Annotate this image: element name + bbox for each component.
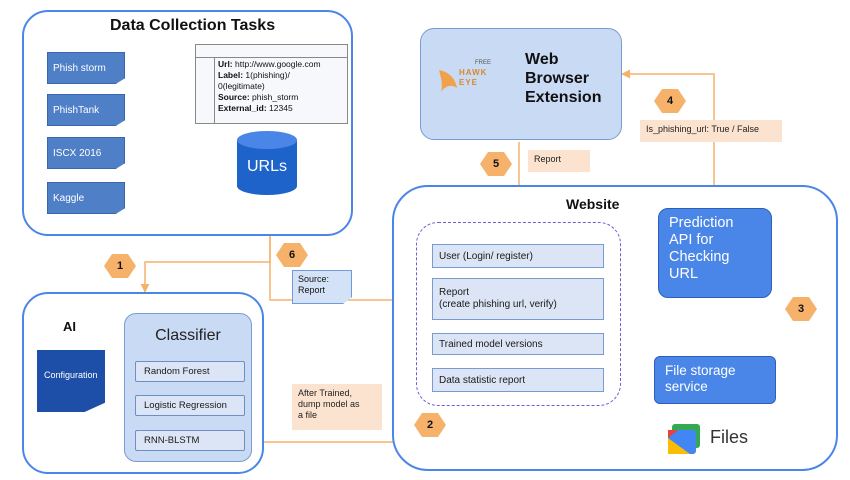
files-label: Files — [710, 427, 749, 447]
prediction-line4: URL — [669, 266, 699, 282]
hawk-icon — [439, 70, 457, 92]
record-url-val: http://www.google.com — [235, 59, 321, 69]
website-pages-group — [416, 222, 621, 406]
step-2-badge: 2 — [414, 413, 446, 437]
urls-database-icon — [237, 131, 297, 195]
trained-model-versions-item: Trained model versions — [432, 333, 604, 355]
report-item: Report (create phishing url, verify) — [432, 278, 604, 320]
record-source-key: Source: — [218, 91, 250, 102]
prediction-line2: API for — [669, 232, 714, 248]
after-trained-line3: a file — [298, 409, 318, 420]
extension-title-line3: Extension — [525, 89, 602, 106]
step-1-label: 1 — [104, 254, 136, 278]
is-phishing-note: Is_phishing_url: True / False — [640, 120, 782, 142]
step-1-badge: 1 — [104, 254, 136, 278]
after-trained-line1: After Trained, — [298, 388, 353, 398]
record-external-key: External_id: — [218, 102, 267, 113]
data-collection-title: Data Collection Tasks — [110, 17, 276, 34]
step-2-label: 2 — [414, 413, 446, 437]
step-3-label: 3 — [785, 297, 817, 321]
record-card-header — [196, 45, 347, 58]
step-5-label: 5 — [480, 152, 512, 176]
hawkeye-logo: FREE HAWK EYE — [437, 60, 497, 100]
report-item-desc: (create phishing url, verify) — [439, 299, 557, 310]
step-5-badge: 5 — [480, 152, 512, 176]
after-trained-line2: dump model as — [298, 398, 360, 409]
storage-line1: File storage — [665, 363, 736, 378]
configuration-doc: Configuration — [37, 350, 105, 412]
extension-title-line2: Browser — [525, 70, 590, 87]
step-4-label: 4 — [654, 89, 686, 113]
step-3-badge: 3 — [785, 297, 817, 321]
source-iscx-2016: ISCX 2016 — [47, 137, 125, 169]
file-storage-box: File storage service — [654, 356, 776, 404]
configuration-label: Configuration — [44, 370, 98, 380]
record-source-val: phish_storm — [252, 91, 299, 102]
source-kaggle: Kaggle — [47, 182, 125, 214]
record-label-val: 1(phishing)/ — [245, 69, 290, 80]
record-label-key: Label: — [218, 69, 244, 80]
logistic-regression-item: Logistic Regression — [135, 395, 245, 416]
record-label-val2: 0(legitimate) — [218, 80, 265, 91]
storage-line2: service — [665, 379, 708, 394]
source-phish-storm: Phish storm — [47, 52, 125, 84]
prediction-line3: Checking — [669, 249, 730, 265]
source-report-note: Source: Report — [292, 270, 352, 304]
website-title: Website — [566, 196, 620, 212]
after-trained-note: After Trained, dump model as a file — [292, 384, 382, 430]
classifier-title: Classifier — [155, 327, 221, 344]
record-card: Url: http://www.google.com Label: 1(phis… — [195, 44, 348, 124]
logo-eye: EYE — [459, 78, 479, 87]
ai-title: AI — [63, 319, 76, 334]
extension-title: Web Browser Extension — [525, 50, 601, 107]
record-card-divider — [214, 57, 215, 123]
report-note: Report — [528, 150, 590, 172]
files-icon — [668, 424, 700, 454]
step-4-badge: 4 — [654, 89, 686, 113]
step-6-label: 6 — [276, 243, 308, 267]
source-report-line2: Report — [298, 285, 326, 296]
record-external-val: 12345 — [269, 102, 293, 113]
prediction-api-box: Prediction API for Checking URL — [658, 208, 772, 298]
record-card-body: Url: http://www.google.com Label: 1(phis… — [218, 59, 321, 113]
user-login-item: User (Login/ register) — [432, 244, 604, 268]
rnn-blstm-item: RNN-BLSTM — [135, 430, 245, 451]
data-statistic-report-item: Data statistic report — [432, 368, 604, 392]
extension-title-line1: Web — [525, 51, 559, 68]
report-item-title: Report — [439, 286, 470, 298]
prediction-line1: Prediction — [669, 215, 734, 231]
source-report-line1: Source: — [298, 274, 330, 284]
record-url-key: Url: — [218, 59, 233, 69]
urls-database-label: URLs — [246, 158, 287, 175]
step-6-badge: 6 — [276, 243, 308, 267]
source-phishtank: PhishTank — [47, 94, 125, 126]
random-forest-item: Random Forest — [135, 361, 245, 382]
logo-free: FREE — [475, 60, 492, 66]
logo-hawk: HAWK — [459, 68, 488, 77]
